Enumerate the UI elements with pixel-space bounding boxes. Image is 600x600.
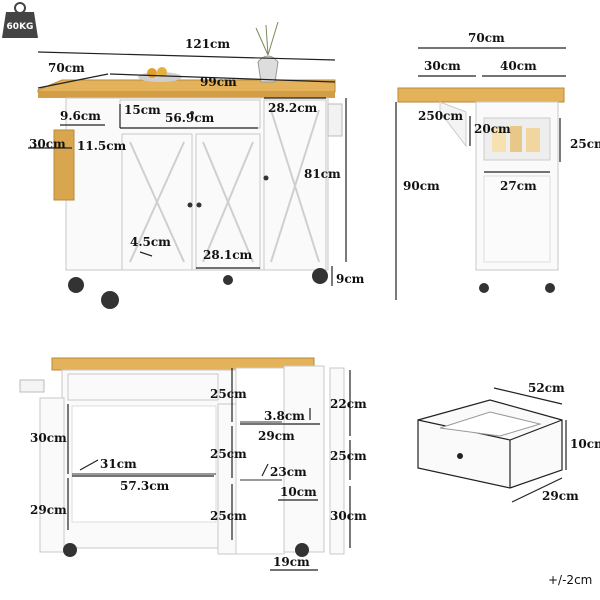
label-right-door-width: 28.2cm — [268, 101, 318, 115]
wheel — [479, 283, 489, 293]
wheel — [295, 543, 309, 557]
side-view: 70cm 30cm 40cm 250cm 20cm 25cm 90cm 27cm — [395, 31, 600, 300]
label-door-25: 25cm — [330, 449, 367, 463]
vase — [257, 55, 279, 83]
dim-line-99 — [109, 73, 336, 83]
wheel — [101, 291, 119, 309]
label-shelf-10: 10cm — [280, 485, 317, 499]
dim-line-121 — [37, 51, 336, 61]
interior-view: 30cm 31cm 57.3cm 29cm 25cm 25cm 25cm 3.8… — [19, 357, 367, 571]
label-gap-15: 15cm — [124, 103, 161, 117]
dim-line-drawer-52 — [493, 387, 563, 405]
side-hook — [327, 103, 343, 137]
label-total-height-90: 90cm — [403, 179, 440, 193]
label-mid-25b: 25cm — [210, 447, 247, 461]
fruit — [147, 68, 157, 78]
label-shelf-23: 23cm — [270, 465, 307, 479]
label-rack-20: 20cm — [474, 122, 511, 136]
countertop — [37, 79, 336, 93]
dim-line-4-5 — [139, 251, 153, 257]
label-in-30: 30cm — [30, 431, 67, 445]
rack-item — [510, 126, 522, 152]
drawer-view: 52cm 10cm 29cm — [417, 381, 600, 503]
front-view: 121cm 70cm 99cm 15cm 56.9cm 28.2cm 9.6cm… — [28, 21, 365, 309]
door-knob — [263, 175, 269, 181]
door-x-pattern — [129, 141, 185, 263]
label-in-31: 31cm — [100, 457, 137, 471]
label-shelf-29: 29cm — [258, 429, 295, 443]
label-rack-25: 25cm — [570, 137, 600, 151]
label-drawer-52: 52cm — [528, 381, 565, 395]
wheel — [63, 543, 77, 557]
label-shelf-19: 19cm — [273, 555, 310, 569]
tolerance-note: +/-2cm — [548, 573, 592, 587]
drawer-inside — [439, 411, 542, 437]
wheel — [545, 283, 555, 293]
open-door-middle — [217, 403, 237, 555]
label-door-22: 22cm — [330, 397, 367, 411]
flowers — [255, 21, 279, 56]
door-knob — [187, 202, 193, 208]
label-side-40: 40cm — [500, 59, 537, 73]
weight-label: 60KG — [7, 22, 34, 32]
label-wheel-9: 9cm — [336, 272, 365, 286]
interior-open — [71, 405, 217, 523]
label-side-total-70: 70cm — [468, 31, 505, 45]
door-x-pattern — [202, 141, 254, 263]
side-countertop — [397, 87, 565, 103]
label-door-28-1: 28.1cm — [203, 248, 253, 262]
label-in-29: 29cm — [30, 503, 67, 517]
label-shelf-3-8: 3.8cm — [264, 409, 305, 423]
drop-leaf-bracket — [439, 101, 467, 148]
door-x-pattern — [270, 109, 320, 263]
interior-drawer — [67, 373, 219, 401]
label-side-11-5: 11.5cm — [77, 139, 127, 153]
label-drawer-29: 29cm — [542, 489, 579, 503]
side-panel-right — [329, 367, 345, 555]
label-side-30: 30cm — [424, 59, 461, 73]
fruit — [157, 67, 167, 77]
front-drawer — [119, 99, 261, 129]
label-rack-250: 250cm — [418, 109, 463, 123]
countertop-edge — [38, 92, 335, 98]
drawer-knob — [457, 453, 463, 459]
side-panel — [483, 175, 551, 263]
label-height-81: 81cm — [304, 167, 341, 181]
label-mid-25c: 25cm — [210, 509, 247, 523]
rack-item — [526, 128, 540, 152]
dim-line-in-31 — [79, 459, 99, 471]
dim-line-drawer-29 — [511, 477, 563, 503]
dim-line-shelf-23 — [261, 463, 269, 477]
label-top-width: 99cm — [200, 75, 237, 89]
label-drawer-10: 10cm — [570, 437, 600, 451]
label-side-9-6: 9.6cm — [60, 109, 101, 123]
rack-item — [492, 128, 506, 152]
label-in-57-3: 57.3cm — [120, 479, 170, 493]
weight-badge: 60KG — [2, 2, 38, 38]
label-drawer-width: 56.9cm — [165, 111, 215, 125]
label-rack-27: 27cm — [500, 179, 537, 193]
label-side-30: 30cm — [29, 137, 66, 151]
side-shelf-area — [235, 367, 285, 555]
wheel — [312, 268, 328, 284]
wheel — [68, 277, 84, 293]
dim-line-70 — [37, 73, 109, 89]
label-left-depth: 70cm — [48, 61, 85, 75]
label-handle-4-5: 4.5cm — [130, 235, 171, 249]
open-door-left — [39, 397, 65, 553]
side-hook — [19, 379, 45, 393]
label-total-width: 121cm — [185, 37, 230, 51]
label-mid-25a: 25cm — [210, 387, 247, 401]
label-door-30: 30cm — [330, 509, 367, 523]
wheel — [223, 275, 233, 285]
drawer-knob — [190, 111, 194, 115]
side-door — [283, 365, 325, 553]
door-knob — [196, 202, 202, 208]
